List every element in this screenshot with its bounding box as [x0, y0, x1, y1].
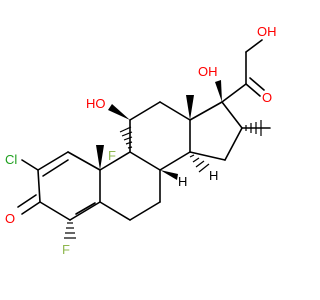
c11-hydroxyl-label: HO	[86, 96, 106, 111]
chlorine-label: Cl	[5, 152, 17, 167]
structure-diagram: OH HO OH O O Cl F F H H	[5, 24, 277, 257]
molecule-drawing: OH HO OH O O Cl F F H H	[5, 24, 277, 257]
c14-hydrogen-label: H	[209, 168, 218, 183]
c3-ketone-oxygen-label: O	[5, 211, 15, 226]
c20-ketone-oxygen-label: O	[262, 90, 272, 105]
c9-fluorine-label: F	[108, 148, 116, 163]
atom-labels: OH HO OH O O Cl F F H H	[5, 24, 277, 257]
c8-hydrogen-label: H	[178, 174, 187, 189]
bond-skeleton	[17, 39, 271, 221]
c17-hydroxyl-label: OH	[198, 64, 218, 79]
c6-fluorine-label: F	[62, 242, 70, 257]
stereo-wedges	[64, 80, 262, 239]
hydroxymethyl-oh-label: OH	[257, 24, 277, 39]
